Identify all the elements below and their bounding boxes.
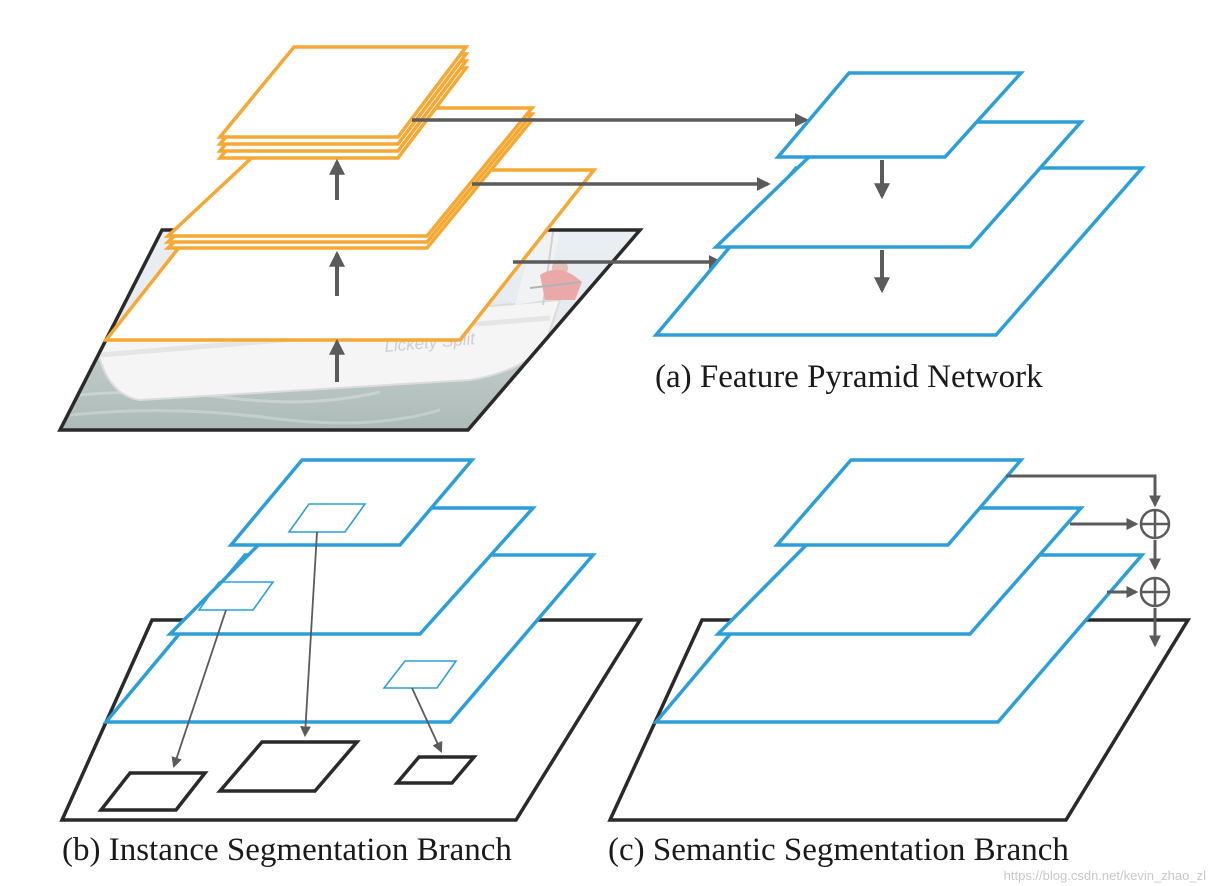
caption-semantic: (c) Semantic Segmentation Branch [608,832,1069,868]
semantic-fpn-level-p4 [773,458,1025,547]
roi-box [382,660,458,689]
instance-masks [97,740,478,812]
backbone-stage-3 [216,45,470,160]
roi-box [287,503,367,533]
fpn-level-p3 [711,120,1085,249]
backbone-stage-2 [163,106,536,250]
instance-fpn-level-p4 [227,458,476,547]
lateral-connections [412,113,809,269]
sum-node-1 [1139,508,1171,540]
semantic-merge-arrows [1006,474,1161,648]
roi-arrow [171,609,227,769]
roi-arrow [300,531,318,738]
roi-arrow [411,687,443,753]
semantic-panel: (c) Semantic Segmentation Branch [607,458,1192,868]
caption-instance: (b) Instance Segmentation Branch [62,832,512,868]
roi-arrows [171,531,443,769]
fpn-panel: Lickety Split [57,45,1146,432]
mask-box [97,771,209,812]
watermark: https://blog.csdn.net/kevin_zhao_zl [1004,868,1206,883]
sum-node-2 [1139,576,1171,608]
instance-panel: (b) Instance Segmentation Branch [59,458,644,868]
mask-box [393,755,478,785]
semantic-fpn-level-p3 [713,506,1085,636]
mask-box [216,740,361,793]
instance-rois [197,503,458,689]
fpn-level-p4 [774,71,1025,159]
roi-box [197,581,275,611]
caption-fpn: (a) Feature Pyramid Network [655,359,1043,395]
merge-arrow-top [1006,474,1161,508]
